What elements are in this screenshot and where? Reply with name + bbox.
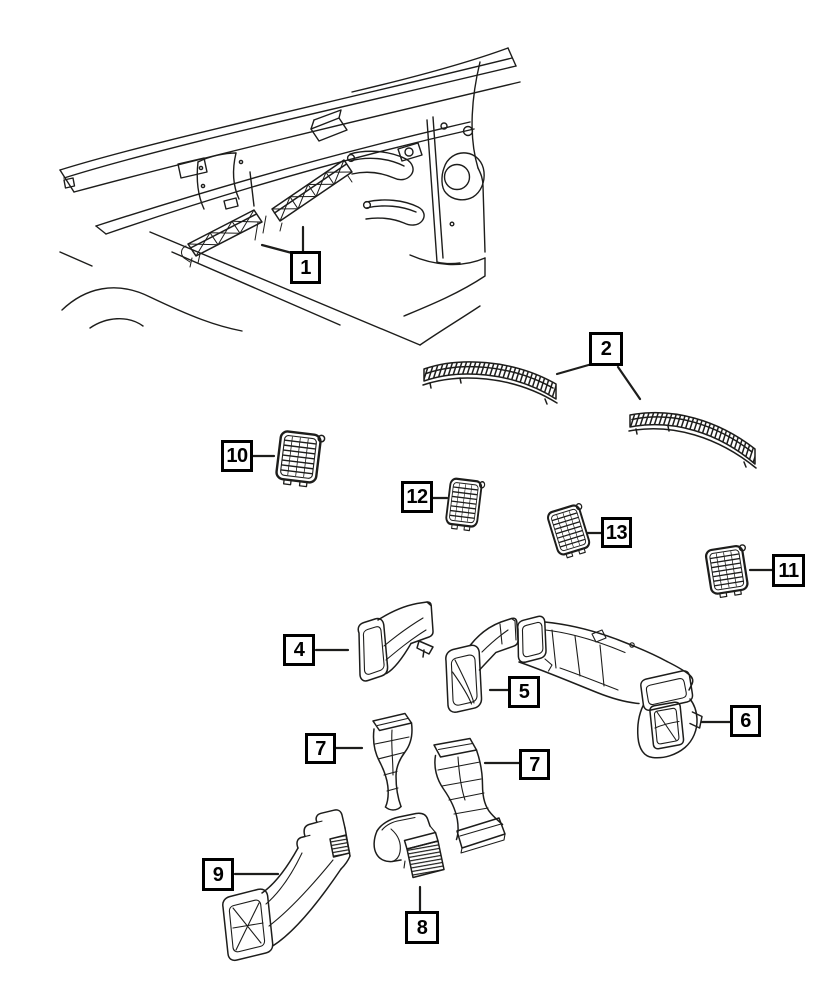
callout-12[interactable]: 12 <box>401 481 433 513</box>
part-1-cowl-area-drawing[interactable] <box>59 47 521 346</box>
callout-10[interactable]: 10 <box>221 440 253 472</box>
callout-1-label: 1 <box>300 256 311 279</box>
callout-4-label: 4 <box>293 639 305 661</box>
part-2-defroster-grille-strips[interactable] <box>422 361 757 469</box>
part-7-center-duct-left[interactable] <box>372 712 413 811</box>
callout-5-label: 5 <box>518 681 530 703</box>
part-11-outlet-vent[interactable] <box>703 543 754 600</box>
part-6-air-distribution-duct[interactable] <box>517 615 703 759</box>
callout-13[interactable]: 13 <box>601 517 632 548</box>
part-4-demister-duct[interactable] <box>357 601 434 682</box>
callout-9-label: 9 <box>212 863 224 886</box>
callout-6-label: 6 <box>740 710 751 732</box>
part-12-outlet-vent[interactable] <box>443 476 487 533</box>
callout-10-label: 10 <box>226 445 248 467</box>
callout-9[interactable]: 9 <box>202 858 234 891</box>
part-7-center-duct-right[interactable] <box>433 737 506 854</box>
callout-12-label: 12 <box>406 486 428 508</box>
callout-5[interactable]: 5 <box>508 676 540 708</box>
callout-7-left[interactable]: 7 <box>305 733 336 764</box>
callout-4[interactable]: 4 <box>283 634 315 666</box>
part-13-outlet-vent[interactable] <box>545 501 596 561</box>
callout-11-label: 11 <box>778 559 799 582</box>
callout-7-right-label: 7 <box>529 753 540 776</box>
callout-leader-lines <box>233 225 774 913</box>
callout-1[interactable]: 1 <box>290 251 321 284</box>
callout-8[interactable]: 8 <box>405 911 439 944</box>
callout-11[interactable]: 11 <box>772 554 805 587</box>
part-10-outlet-vent[interactable] <box>273 429 327 490</box>
callout-2-label: 2 <box>600 338 612 360</box>
callout-13-label: 13 <box>605 521 628 544</box>
part-9-floor-duct[interactable] <box>222 809 351 962</box>
callout-7-right[interactable]: 7 <box>519 749 550 780</box>
callout-7-left-label: 7 <box>315 737 326 760</box>
callout-8-label: 8 <box>416 916 428 939</box>
callout-6[interactable]: 6 <box>730 705 761 737</box>
callout-2[interactable]: 2 <box>589 332 623 366</box>
part-8-floor-outlet-duct[interactable] <box>373 812 445 879</box>
